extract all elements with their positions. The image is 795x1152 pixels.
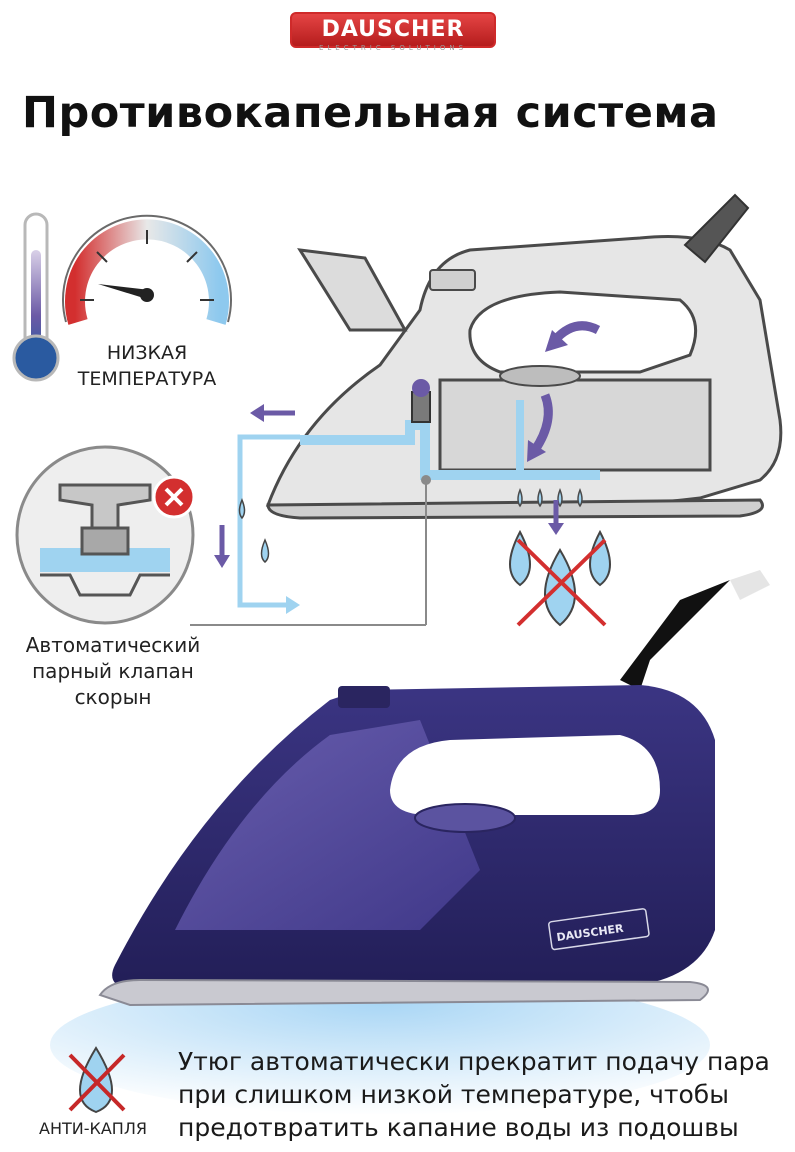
close-icon	[152, 475, 196, 519]
iron-product-image: DAUSCHER	[50, 570, 770, 1115]
anti-drip-label: АНТИ-КАПЛЯ	[39, 1119, 147, 1138]
low-temperature-line2: ТЕМПЕРАТУРА	[77, 368, 217, 390]
iron-diagram	[190, 193, 783, 626]
flow-arrows	[214, 404, 300, 614]
description-line: Утюг автоматически прекратит подачу пара	[178, 1047, 770, 1076]
low-temperature-label: НИЗКАЯ ТЕМПЕРАТУРА	[62, 340, 232, 392]
gauge-icon	[62, 214, 232, 325]
page-title: Противокапельная система	[22, 88, 719, 138]
brand-tagline: ELECTRIC SOLUTIONS	[318, 44, 468, 52]
brand-name: DAUSCHER	[321, 17, 465, 42]
valve-line3: скорын	[74, 685, 152, 709]
valve-line1: Автоматический	[25, 633, 201, 657]
description: Утюг автоматически прекратит подачу пара…	[178, 1045, 778, 1144]
description-line: предотвратить капание воды из подошвы	[178, 1113, 739, 1142]
low-temperature-line1: НИЗКАЯ	[106, 342, 188, 364]
thermometer-icon	[12, 212, 60, 382]
valve-label: Автоматический парный клапан скорын	[18, 632, 208, 710]
brand-logo: DAUSCHER	[290, 12, 496, 48]
description-line: при слишком низкой температуре, чтобы	[178, 1080, 729, 1109]
valve-line2: парный клапан	[32, 659, 194, 683]
anti-drip-icon	[68, 1046, 126, 1114]
no-drip-icon	[509, 529, 611, 627]
valve-closeup	[15, 445, 195, 625]
